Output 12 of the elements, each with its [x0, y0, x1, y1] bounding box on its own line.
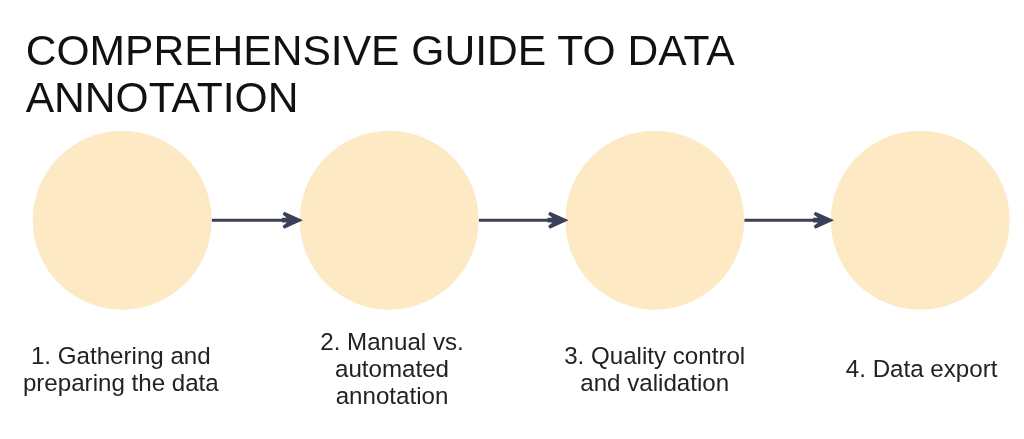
arrow [478, 211, 567, 229]
node-label: 2. Manual vs. automated annotation [320, 328, 464, 410]
node-circle [830, 130, 1010, 310]
node-circle [32, 130, 212, 310]
node-label: 1. Gathering and preparing the data [22, 341, 219, 396]
node-circle [565, 130, 745, 310]
node-label: 3. Quality control and validation [564, 341, 746, 396]
node-circle [299, 130, 479, 310]
diagram-title: COMPREHENSIVE GUIDE TO DATA ANNOTATION [25, 26, 735, 122]
arrow [211, 211, 301, 229]
arrow [744, 211, 832, 229]
node-label: 4. Data export [845, 355, 998, 383]
